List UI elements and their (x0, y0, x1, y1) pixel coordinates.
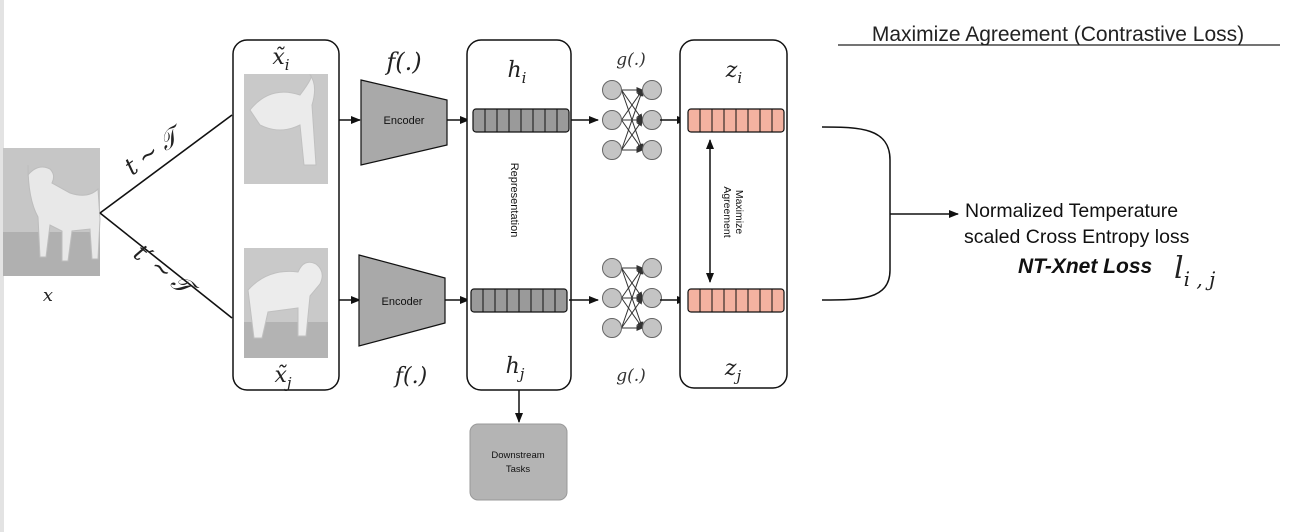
mlp-neuron (602, 110, 622, 130)
loss-line2: scaled Cross Entropy loss (964, 226, 1190, 248)
loss-name: NT-Xnet Loss (1018, 255, 1152, 278)
augmented-image-bottom (244, 248, 328, 358)
mlp-neuron (642, 140, 662, 160)
mlp-edge (621, 89, 644, 151)
mlp-neuron (602, 288, 622, 308)
mlp-neuron (642, 80, 662, 100)
projection-fn-bottom: g(.) (616, 366, 646, 386)
z-label-top: zi (725, 58, 743, 87)
mlp-neuron (642, 258, 662, 278)
left-border (0, 0, 4, 532)
z-vector-bottom (687, 288, 785, 313)
transform-label-bottom: t′~𝒯 (128, 239, 203, 306)
mlp-neuron (602, 318, 622, 338)
transform-line-top (99, 114, 233, 214)
agreement-line2: Agreement (721, 186, 733, 237)
mlp-neuron (602, 140, 622, 160)
encoder-top (360, 79, 448, 166)
input-label-x: x (43, 285, 53, 306)
encoder-fn-bottom: f(.) (393, 364, 427, 389)
h-label-top: hi (508, 58, 527, 87)
mlp-edge (621, 119, 644, 151)
z-label-bottom: zj (724, 356, 742, 385)
encoder-top-label: Encoder (384, 115, 425, 127)
loss-symbol: li , j (1174, 251, 1215, 291)
transform-line-bottom (99, 212, 233, 319)
downstream-tasks-box (469, 423, 568, 501)
encoder-bottom-label: Encoder (382, 296, 423, 308)
augmented-image-top (244, 74, 328, 184)
projection-mlp-top (602, 80, 662, 160)
z-vector-top (687, 108, 785, 133)
t-set-symbol-bottom: 𝒯 (166, 268, 204, 306)
agreement-line1: Maximize (733, 190, 745, 234)
mlp-neuron (602, 80, 622, 100)
downstream-line2: Tasks (506, 464, 531, 475)
svg-text:t′~𝒯: t′~𝒯 (128, 239, 203, 306)
projection-mlp-bottom (602, 258, 662, 338)
downstream-line1: Downstream (491, 450, 544, 461)
encoder-bottom (358, 254, 446, 347)
projection-fn-top: g(.) (616, 50, 646, 70)
mlp-neuron (642, 318, 662, 338)
encoder-fn-top: f(.) (384, 48, 421, 76)
augmented-label-top: x̃i (272, 45, 289, 74)
h-vector-bottom (470, 288, 568, 313)
loss-line1: Normalized Temperature (965, 200, 1178, 222)
mlp-neuron (642, 288, 662, 308)
mlp-edge (621, 267, 644, 329)
mlp-neuron (602, 258, 622, 278)
h-label-bottom: hj (506, 354, 525, 383)
mlp-edge (621, 297, 644, 329)
mlp-neuron (642, 110, 662, 130)
loss-bracket (821, 126, 891, 301)
h-vector-top (472, 108, 570, 133)
diagram-title: Maximize Agreement (Contrastive Loss) (872, 23, 1244, 46)
augmented-label-bottom: x̃j (274, 363, 291, 392)
input-dog-image (3, 148, 101, 276)
representation-vertical-label: Representation (508, 163, 520, 238)
